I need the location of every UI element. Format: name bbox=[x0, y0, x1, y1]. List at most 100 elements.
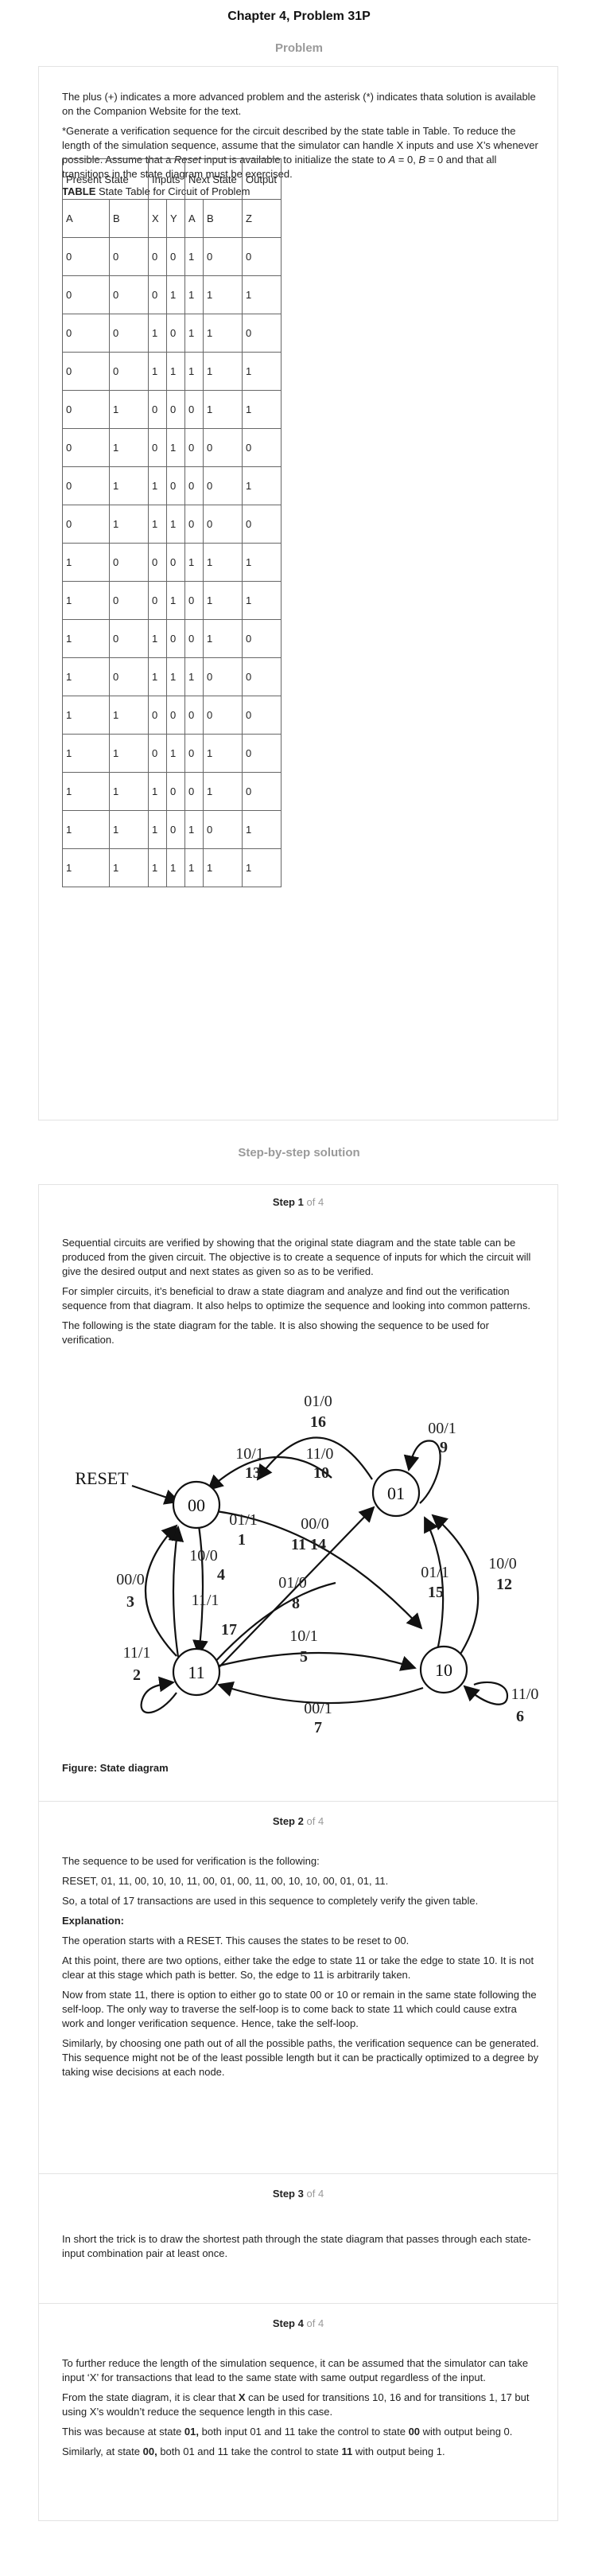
table-cell: 0 bbox=[166, 237, 185, 276]
table-cell: 0 bbox=[203, 237, 243, 276]
edge-label: 11/0 bbox=[306, 1445, 334, 1463]
step-2-header: Step 2 of 4 bbox=[272, 1815, 324, 1827]
edge-seq: 13 bbox=[245, 1464, 261, 1482]
edge-seq: 6 bbox=[516, 1708, 524, 1725]
table-cell: 1 bbox=[62, 543, 110, 582]
edge-label: 01/0 bbox=[304, 1393, 332, 1410]
table-cell: 1 bbox=[109, 505, 149, 544]
table-cell: 0 bbox=[148, 581, 167, 620]
edge-11-00-b bbox=[168, 1526, 184, 1658]
step-3-header: Step 3 of 4 bbox=[272, 2188, 324, 2200]
step-4-header: Step 4 of 4 bbox=[272, 2317, 324, 2329]
table-cell: 0 bbox=[109, 543, 149, 582]
edge-seq: 3 bbox=[126, 1593, 134, 1611]
table-cell: 1 bbox=[184, 543, 204, 582]
edge-label: 01/0 bbox=[278, 1574, 307, 1592]
table-cell: 1 bbox=[166, 505, 185, 544]
table-cell: 0 bbox=[184, 734, 204, 773]
table-cell: 1 bbox=[184, 810, 204, 849]
verification-sequence: RESET, 01, 11, 00, 10, 10, 11, 00, 01, 0… bbox=[62, 1875, 389, 1887]
edge-seq: 2 bbox=[133, 1666, 141, 1684]
edge-00-10 bbox=[216, 1510, 423, 1630]
table-cell: 0 bbox=[184, 581, 204, 620]
table-group-header: Inputs bbox=[148, 158, 185, 200]
table-cell: 1 bbox=[242, 848, 282, 887]
solution-card: Step 1 of 4 Sequential circuits are veri… bbox=[38, 1184, 558, 2521]
table-column-header: B bbox=[203, 199, 243, 238]
problem-intro: The plus (+) indicates a more advanced p… bbox=[62, 91, 536, 117]
table-cell: 1 bbox=[166, 581, 185, 620]
table-cell: 1 bbox=[203, 734, 243, 773]
edge-10-01-b bbox=[431, 1514, 480, 1663]
table-cell: 0 bbox=[62, 390, 110, 429]
table-cell: 0 bbox=[62, 428, 110, 467]
table-column-header: A bbox=[62, 199, 110, 238]
state-label: 11 bbox=[188, 1662, 204, 1682]
table-cell: 1 bbox=[184, 314, 204, 353]
step-2-paragraph: The sequence to be used for verification… bbox=[62, 1855, 320, 1867]
problem-card: The plus (+) indicates a more advanced p… bbox=[38, 66, 558, 1120]
table-cell: 0 bbox=[203, 428, 243, 467]
table-cell: 1 bbox=[203, 848, 243, 887]
table-cell: 0 bbox=[109, 657, 149, 696]
table-cell: 1 bbox=[62, 810, 110, 849]
step-2-paragraph: The operation starts with a RESET. This … bbox=[62, 1935, 410, 1947]
table-cell: 1 bbox=[203, 352, 243, 391]
table-column-header: Y bbox=[166, 199, 185, 238]
table-cell: 1 bbox=[166, 275, 185, 314]
step-3-paragraph: In short the trick is to draw the shorte… bbox=[62, 2233, 531, 2259]
table-cell: 1 bbox=[109, 696, 149, 735]
table-cell: 0 bbox=[62, 237, 110, 276]
table-cell: 1 bbox=[109, 428, 149, 467]
table-cell: 0 bbox=[184, 619, 204, 658]
edge-seq: 11 14 bbox=[291, 1536, 326, 1553]
edge-label: 10/1 bbox=[235, 1445, 264, 1463]
edge-10-01-a bbox=[424, 1516, 445, 1651]
table-cell: 1 bbox=[62, 657, 110, 696]
table-cell: 0 bbox=[148, 543, 167, 582]
table-cell: 1 bbox=[109, 772, 149, 811]
table-cell: 1 bbox=[242, 810, 282, 849]
step-4-paragraph: Similarly, at state 00, both 01 and 11 t… bbox=[62, 2445, 445, 2457]
state-11-circle bbox=[172, 1647, 221, 1697]
table-cell: 0 bbox=[242, 619, 282, 658]
edge-11-01 bbox=[204, 1506, 375, 1683]
edge-seq: 8 bbox=[292, 1595, 300, 1612]
table-cell: 1 bbox=[62, 772, 110, 811]
table-cell: 1 bbox=[166, 428, 185, 467]
table-cell: 1 bbox=[242, 352, 282, 391]
table-cell: 0 bbox=[62, 352, 110, 391]
table-group-header: Output bbox=[242, 158, 282, 200]
table-cell: 0 bbox=[203, 657, 243, 696]
table-cell: 1 bbox=[62, 619, 110, 658]
table-cell: 1 bbox=[109, 848, 149, 887]
table-cell: 0 bbox=[166, 619, 185, 658]
table-cell: 1 bbox=[184, 848, 204, 887]
edge-11-10 bbox=[216, 1651, 417, 1671]
edge-seq: 9 bbox=[440, 1439, 448, 1456]
table-column-header: Z bbox=[242, 199, 282, 238]
edge-label: 11/0 bbox=[511, 1686, 539, 1703]
table-cell: 0 bbox=[109, 352, 149, 391]
table-cell: 0 bbox=[148, 428, 167, 467]
table-cell: 1 bbox=[166, 848, 185, 887]
step-2-paragraph: At this point, there are two options, ei… bbox=[62, 1954, 534, 1981]
table-cell: 1 bbox=[184, 275, 204, 314]
table-cell: 0 bbox=[184, 390, 204, 429]
self-loop-11 bbox=[140, 1676, 177, 1714]
table-cell: 0 bbox=[148, 275, 167, 314]
table-cell: 1 bbox=[148, 772, 167, 811]
